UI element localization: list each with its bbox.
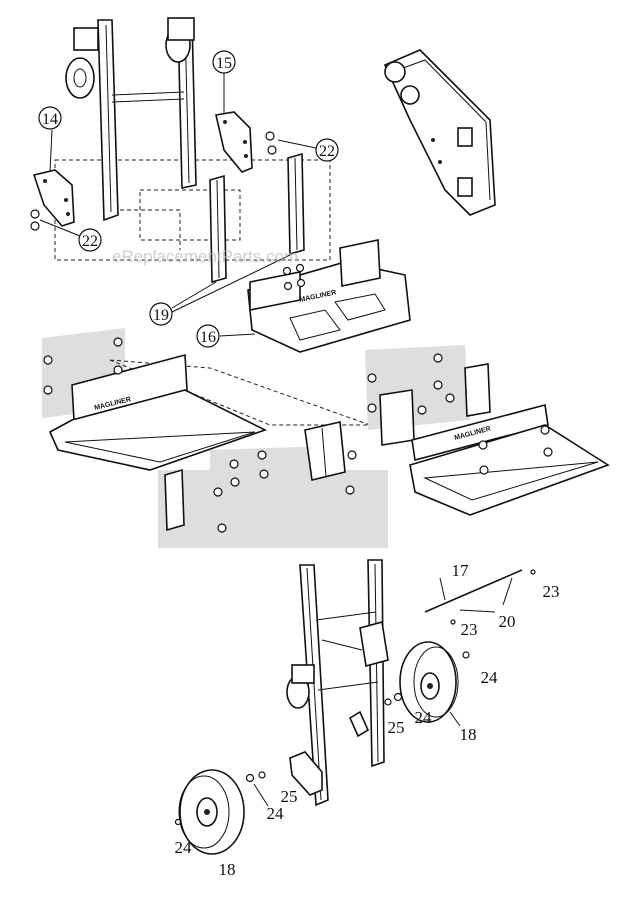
callout-16: 16 [196, 324, 220, 348]
callout-25-left-label: 25 [281, 787, 298, 806]
callout-22-lower-label: 22 [82, 233, 98, 250]
callout-18-right-label: 18 [460, 725, 477, 744]
channels-19 [171, 152, 305, 313]
callout-23-left-label: 23 [461, 620, 478, 639]
bracket-14 [32, 129, 75, 227]
callout-24-mid-label: 24 [415, 708, 433, 727]
callout-14: 14 [38, 106, 62, 130]
callout-24-left-label: 24 [267, 804, 285, 823]
callout-25-right-label: 25 [388, 718, 405, 737]
nuts-22-upper [265, 131, 317, 155]
callout-16-label: 16 [200, 329, 216, 346]
callout-18-left-label: 18 [219, 860, 236, 879]
nuts-22-lower [30, 209, 81, 237]
wheel-18-right [384, 641, 461, 727]
callout-22-upper-label: 22 [319, 143, 335, 160]
side-plate-detail [383, 49, 496, 216]
callout-24-right-label: 24 [481, 668, 499, 687]
callout-19-label: 19 [153, 307, 169, 324]
callout-15-label: 15 [216, 55, 232, 72]
callout-23-right-label: 23 [543, 582, 560, 601]
watermark-text: eReplacementParts.com [112, 247, 298, 266]
axle-17 [424, 569, 536, 659]
shelf-assembly-left: MAGLINER [42, 328, 388, 548]
wheel-18-left [174, 769, 269, 855]
callout-17-label: 17 [452, 561, 470, 580]
callout-22-upper: 22 [315, 138, 339, 162]
upper-frame-assembly [54, 17, 331, 261]
nose-plate-16: MAGLINER [219, 239, 411, 353]
callout-24-bottom-label: 24 [175, 838, 193, 857]
callout-15: 15 [212, 50, 236, 74]
callout-14-label: 14 [42, 111, 58, 128]
callout-19: 19 [149, 302, 173, 326]
callout-20-label: 20 [499, 612, 516, 631]
callout-22-lower: 22 [78, 228, 102, 252]
bracket-15 [215, 73, 253, 173]
shelf-assembly-right: MAGLINER [365, 345, 610, 516]
lower-frame-assembly [286, 559, 389, 807]
